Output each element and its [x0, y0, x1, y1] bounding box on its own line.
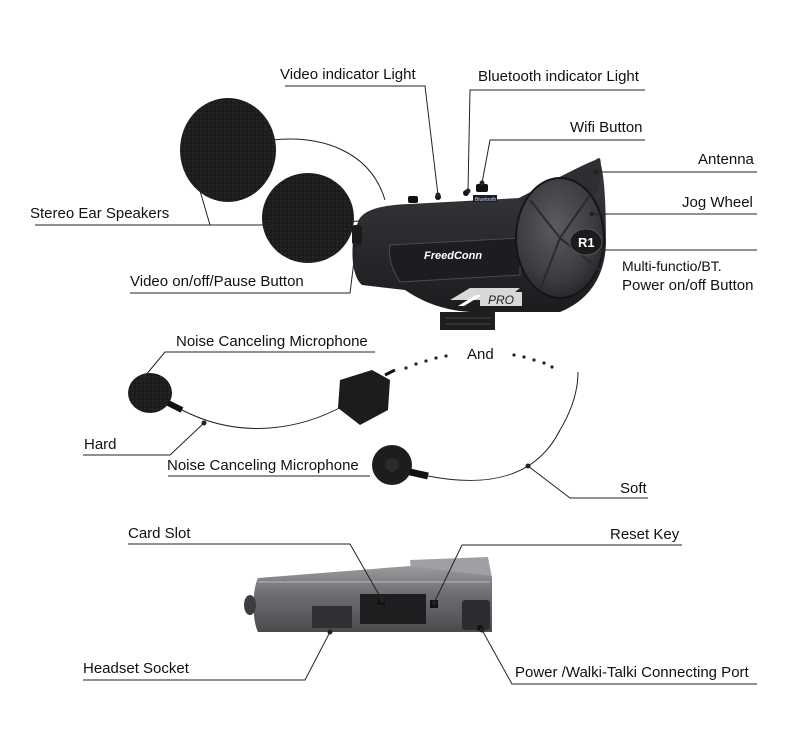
label-card-slot: Card Slot [128, 525, 191, 542]
side-view-unit [244, 557, 492, 632]
label-video-indicator: Video indicator Light [280, 66, 416, 83]
logo-panel [389, 237, 521, 283]
bluetooth-mark: Bluetooth [475, 197, 496, 203]
bluetooth-mark-bg [473, 195, 497, 202]
and-dots [404, 353, 554, 370]
pro-badge-bg [480, 292, 522, 306]
label-multi-function-1: Multi-functio/BT. [622, 258, 722, 274]
label-noise-mic-bottom: Noise Canceling Microphone [167, 457, 359, 474]
pro-badge: PRO [488, 293, 514, 307]
power-port[interactable] [462, 600, 490, 630]
model-badge: R1 [578, 235, 595, 250]
label-and: And [467, 346, 494, 363]
multi-function-button[interactable] [569, 228, 603, 256]
ear-speaker-left [180, 98, 276, 202]
brand-logo: FreedConn [424, 250, 482, 262]
label-antenna: Antenna [698, 151, 755, 168]
label-soft: Soft [620, 480, 648, 497]
label-hard: Hard [84, 436, 117, 453]
ear-speakers [180, 98, 386, 263]
video-onoff-button[interactable] [352, 225, 362, 245]
label-video-button: Video on/off/Pause Button [130, 273, 304, 290]
leader-lines [35, 85, 757, 685]
hard-boom-mic [128, 368, 396, 429]
labels: Video indicator Light Bluetooth indicato… [30, 66, 755, 681]
label-headset-socket: Headset Socket [83, 660, 190, 677]
label-noise-mic-top: Noise Canceling Microphone [176, 333, 368, 350]
label-multi-function-2: Power on/off Button [622, 277, 753, 294]
hard-mic-connector [338, 370, 390, 425]
soft-wired-mic [372, 371, 579, 485]
label-reset-key: Reset Key [610, 526, 680, 543]
label-bluetooth-indicator: Bluetooth indicator Light [478, 68, 640, 85]
label-power-port: Power /Walki-Talki Connecting Port [515, 664, 750, 681]
label-wifi-button: Wifi Button [570, 119, 643, 136]
ear-speaker-right [262, 173, 354, 263]
label-jog-wheel: Jog Wheel [682, 194, 753, 211]
unit-cable [440, 312, 495, 330]
card-slot[interactable] [360, 594, 426, 624]
wifi-button[interactable] [476, 184, 488, 192]
headset-unit: FreedConn PRO R1 Bluetooth [352, 158, 606, 330]
headset-socket[interactable] [312, 606, 352, 628]
label-stereo-speakers: Stereo Ear Speakers [30, 205, 169, 222]
video-button-top[interactable] [408, 196, 418, 203]
hard-mic-foam [128, 373, 172, 413]
